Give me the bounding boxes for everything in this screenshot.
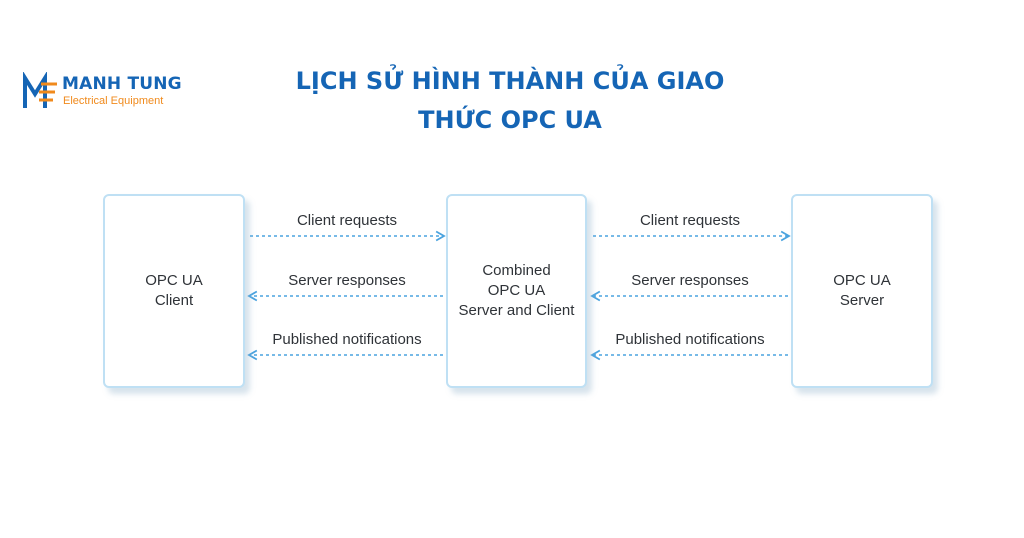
opc-ua-server-box: OPC UA Server <box>791 194 933 388</box>
label-right-server-responses: Server responses <box>631 272 749 289</box>
opc-ua-client-box: OPC UA Client <box>103 194 245 388</box>
page-title-line-2: THỨC OPC UA <box>418 106 602 134</box>
manh-tung-logo-icon <box>23 72 57 108</box>
label-right-published-notifications: Published notifications <box>615 331 765 348</box>
opc-ua-client-label: OPC UA Client <box>145 272 203 309</box>
label-left-client-requests: Client requests <box>296 212 398 229</box>
label-left-published-notifications: Published notifications <box>272 331 422 348</box>
combined-server-client-box: Combined OPC UA Server and Client <box>446 194 587 388</box>
logo-tagline: Electrical Equipment <box>63 95 164 107</box>
combined-server-client-label: Combined OPC UA Server and Client <box>458 262 575 319</box>
logo-brand-name: MANH TUNG <box>62 74 182 94</box>
company-logo: MANH TUNG Electrical Equipment <box>22 70 182 114</box>
label-right-client-requests: Client requests <box>639 212 741 229</box>
label-left-server-responses: Server responses <box>288 272 406 289</box>
page-title-line-1: LỊCH SỬ HÌNH THÀNH CỦA GIAO <box>295 67 725 95</box>
opc-ua-server-label: OPC UA Server <box>833 272 891 309</box>
page-title: LỊCH SỬ HÌNH THÀNH CỦA GIAO THỨC OPC UA <box>230 62 790 140</box>
